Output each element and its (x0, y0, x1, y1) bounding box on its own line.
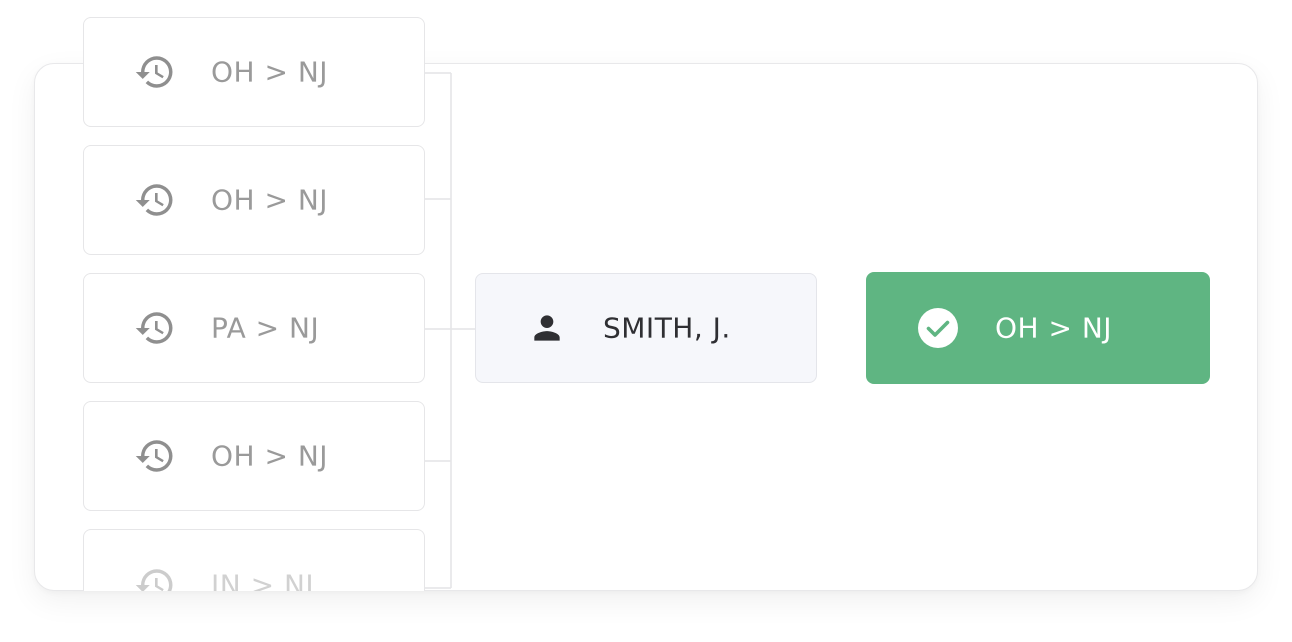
history-route-label: OH > NJ (211, 439, 329, 473)
history-card[interactable]: OH > NJ (83, 17, 425, 127)
history-icon (134, 51, 176, 93)
result-card[interactable]: OH > NJ (866, 272, 1210, 384)
history-icon (134, 564, 176, 591)
history-card[interactable]: IN > NJ (83, 529, 425, 591)
person-name-label: SMITH, J. (603, 311, 731, 345)
history-route-label: OH > NJ (211, 183, 329, 217)
check-circle-icon (916, 306, 960, 350)
history-icon (134, 179, 176, 221)
history-route-label: PA > NJ (211, 311, 320, 345)
person-icon (528, 309, 566, 347)
person-card[interactable]: SMITH, J. (475, 273, 817, 383)
history-card[interactable]: OH > NJ (83, 401, 425, 511)
history-icon (134, 435, 176, 477)
history-route-label: OH > NJ (211, 55, 329, 89)
history-card[interactable]: PA > NJ (83, 273, 425, 383)
result-route-label: OH > NJ (995, 311, 1113, 345)
history-icon (134, 307, 176, 349)
history-route-label: IN > NJ (211, 568, 315, 592)
history-card[interactable]: OH > NJ (83, 145, 425, 255)
